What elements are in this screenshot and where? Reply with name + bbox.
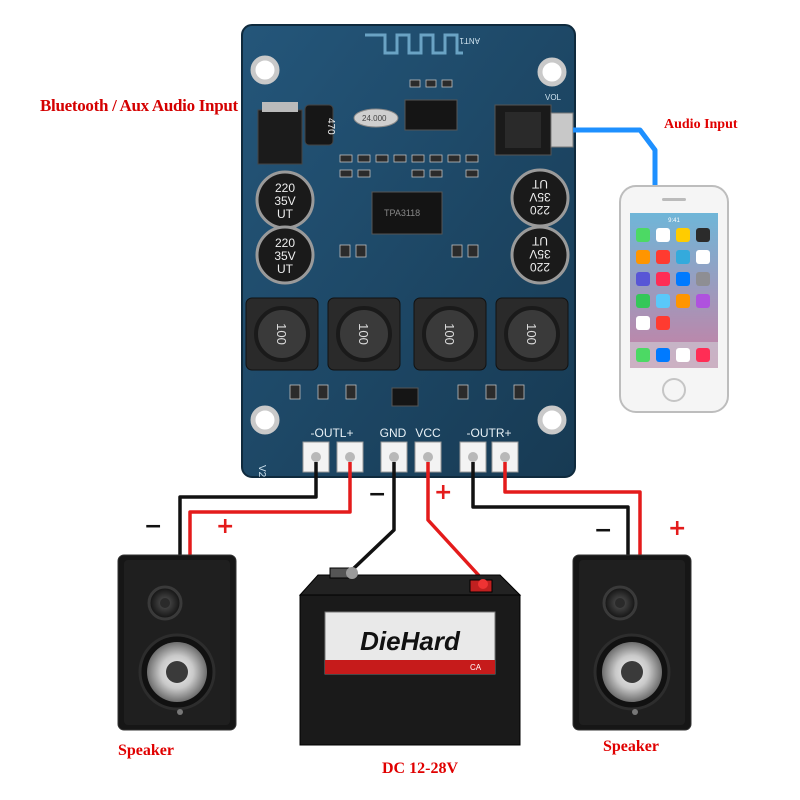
svg-text:35V: 35V: [529, 247, 550, 261]
mount-hole: [250, 405, 280, 435]
wire-left-negative: [178, 462, 318, 556]
diode: [391, 387, 419, 407]
left-minus-sign: −: [144, 514, 163, 539]
inductor-2: 100: [327, 297, 401, 371]
terminal-label-gnd: GND: [380, 426, 407, 440]
battery-brand: DieHard: [360, 626, 461, 656]
speaker-right-label: Speaker: [603, 738, 659, 755]
car-battery: DieHard CA: [298, 567, 522, 746]
terminal-label-outr: -OUTR+: [467, 426, 512, 440]
svg-text:100: 100: [274, 323, 289, 345]
smartphone: 9:41: [619, 185, 729, 413]
power-label: DC 12-28V: [382, 760, 458, 777]
phone-time: 9:41: [668, 218, 680, 224]
left-plus-sign: +: [216, 514, 235, 539]
svg-text:220: 220: [275, 181, 295, 195]
inductor-4: 100: [495, 297, 569, 371]
wire-gnd: [350, 462, 396, 572]
svg-text:UT: UT: [531, 234, 548, 248]
mount-hole: [537, 57, 567, 87]
crystal-label: 24.000: [362, 114, 387, 123]
svg-text:220: 220: [275, 236, 295, 250]
speaker-left: [117, 554, 237, 731]
battery-rating: CA: [470, 663, 482, 672]
right-plus-sign: +: [668, 516, 687, 541]
svg-text:35V: 35V: [274, 194, 295, 208]
vcc-plus-sign: +: [434, 480, 453, 505]
input-title: Bluetooth / Aux Audio Input: [40, 96, 238, 115]
small-capacitor: 470: [304, 104, 336, 146]
wires: [178, 127, 658, 582]
svg-text:470: 470: [325, 118, 336, 135]
svg-text:UT: UT: [531, 177, 548, 191]
wire-aux: [573, 127, 658, 190]
wire-vcc: [426, 462, 485, 582]
regulator: [257, 109, 303, 165]
home-button: [662, 378, 686, 402]
big-capacitor-right-top: 220 35V UT: [510, 168, 570, 228]
mount-hole: [250, 55, 280, 85]
bt-chip: [404, 99, 458, 131]
crystal: [353, 108, 399, 128]
svg-text:35V: 35V: [274, 249, 295, 263]
svg-text:220: 220: [530, 260, 550, 274]
negative-terminal: [346, 567, 358, 579]
amp-chip-label: TPA3118: [384, 208, 420, 218]
terminal-label-vcc: VCC: [415, 426, 441, 440]
svg-text:100: 100: [442, 323, 457, 345]
amp-chip: [371, 191, 443, 235]
svg-text:UT: UT: [277, 207, 294, 221]
speaker-left-label: Speaker: [118, 742, 174, 759]
version-label: V2: [256, 465, 267, 478]
svg-text:UT: UT: [277, 262, 294, 276]
gnd-minus-sign: −: [368, 482, 387, 507]
terminal-label-outl: -OUTL+: [310, 426, 353, 440]
big-capacitor-left-top: 220 35V UT: [255, 170, 315, 230]
wire-right-positive: [503, 462, 642, 556]
speaker-right: [572, 554, 692, 731]
right-minus-sign: −: [594, 518, 613, 543]
wire-right-negative: [471, 462, 630, 556]
vol-label: VOL: [545, 93, 562, 102]
big-capacitor-left-bottom: 220 35V UT: [255, 225, 315, 285]
mount-hole: [537, 405, 567, 435]
wire-left-positive: [188, 462, 352, 556]
ant-label: ANT1: [459, 36, 480, 45]
amplifier-board: ANT1 VOL 470 24.000 TPA3118: [241, 24, 576, 478]
aux-jack: [494, 104, 574, 156]
big-capacitor-right-bottom: 220 35V UT: [510, 225, 570, 285]
svg-text:220: 220: [530, 203, 550, 217]
svg-text:35V: 35V: [529, 190, 550, 204]
antenna-trace: [365, 33, 463, 55]
inductor-1: 100: [245, 297, 319, 371]
positive-terminal: [478, 579, 488, 589]
svg-text:100: 100: [356, 323, 371, 345]
svg-text:100: 100: [524, 323, 539, 345]
audio-input-label: Audio Input: [664, 117, 738, 132]
inductor-3: 100: [413, 297, 487, 371]
app-grid: [630, 228, 718, 368]
